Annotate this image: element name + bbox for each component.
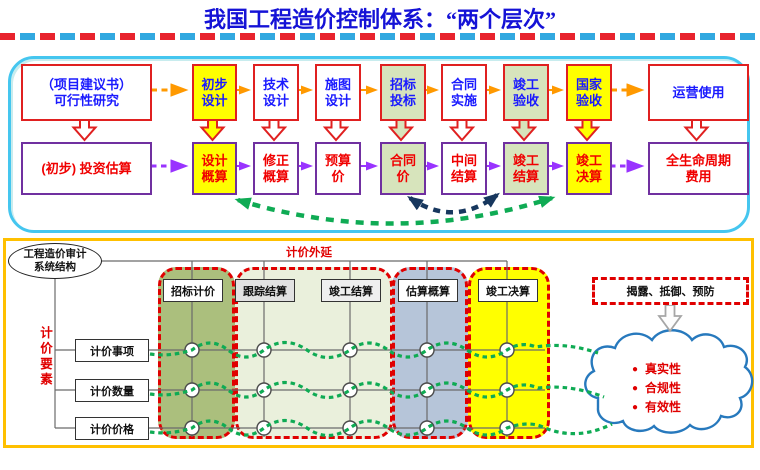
audit-wave-line	[149, 380, 605, 400]
column-header-bid-pricing: 招标计价	[163, 279, 223, 302]
flow-box-interim-settlement: 中间 结算	[441, 142, 487, 195]
row-label-pricing-quantity: 计价数量	[75, 379, 149, 402]
down-arrow-icon	[199, 118, 226, 142]
down-arrow-icon	[448, 118, 476, 142]
junction-circles	[184, 342, 515, 436]
column-header-completion-settlement: 竣工结算	[321, 279, 381, 302]
red-blue-dashed-divider	[0, 33, 760, 40]
column-header-estimate: 估算概算	[398, 279, 458, 302]
flow-box-operation: 运营使用	[648, 64, 749, 121]
bullet-icon: ●	[632, 363, 639, 375]
alert-box: 揭露、抵御、预防	[592, 277, 749, 305]
flow-box-feasibility: （项目建议书） 可行性研究	[21, 64, 152, 121]
down-arrow-outline-icon	[657, 304, 683, 333]
down-arrow-icon	[683, 118, 710, 142]
flow-box-revised-estimate: 修正 概算	[253, 142, 299, 195]
cloud-item: 真实性	[645, 362, 682, 376]
cloud-item: 有效性	[645, 400, 682, 415]
audit-wave-line	[149, 340, 599, 360]
down-arrows	[71, 118, 710, 142]
audit-wave-lines	[149, 340, 613, 438]
navy-feedback-arrow	[407, 192, 500, 215]
cloud-bullet-list: ● 真实性 ● 合规性 ● 有效性	[632, 360, 681, 418]
flow-box-design-estimate: 设计 概算	[192, 142, 237, 195]
junction-circle	[256, 382, 272, 398]
system-structure-ellipse: 工程造价审计 系统结构	[8, 243, 102, 279]
flow-box-construction-drawing: 施图 设计	[315, 64, 361, 121]
junction-circle	[419, 342, 435, 358]
flow-box-state-acceptance: 国家 验收	[566, 64, 612, 121]
flow-box-technical-design: 技术 设计	[253, 64, 299, 121]
flow-box-budget-price: 预算 价	[315, 142, 361, 195]
bullet-icon: ●	[632, 382, 639, 394]
junction-circle	[256, 342, 272, 358]
flow-box-contract-implementation: 合同 实施	[441, 64, 487, 121]
page-title: 我国工程造价控制体系：“两个层次”	[203, 7, 556, 32]
flow-box-completion-settlement: 竣工 结算	[503, 142, 549, 195]
column-header-tracking-settlement: 跟踪结算	[235, 279, 295, 302]
green-feedback-arrow	[234, 195, 556, 226]
junction-circle	[419, 420, 435, 436]
audit-wave-line	[149, 418, 613, 438]
pricing-extension-label: 计价外延	[286, 247, 332, 259]
flow-box-completion-acceptance: 竣工 验收	[503, 64, 549, 121]
pricing-elements-label: 计价要素	[38, 326, 52, 388]
down-arrow-icon	[71, 118, 98, 142]
row-label-pricing-price: 计价价格	[75, 417, 149, 440]
cloud-shape	[584, 329, 754, 434]
junction-circle	[256, 420, 272, 436]
bullet-icon: ●	[632, 401, 639, 413]
column-header-final-account: 竣工决算	[478, 279, 538, 302]
down-arrow-icon	[573, 118, 601, 142]
grid-line	[55, 349, 75, 429]
flow-box-contract-price: 合同 价	[380, 142, 426, 195]
flow-box-bidding: 招标 投标	[380, 64, 426, 121]
row-label-pricing-items: 计价事项	[75, 339, 149, 362]
down-arrow-icon	[260, 118, 288, 142]
junction-circle	[419, 382, 435, 398]
down-arrow-icon	[510, 118, 538, 142]
down-arrow-icon	[387, 118, 415, 142]
down-arrow-icon	[322, 118, 350, 142]
flow-box-preliminary-design: 初步 设计	[192, 64, 237, 121]
flow-box-final-account: 竣工 决算	[566, 142, 612, 195]
flow-box-lifecycle-cost: 全生命周期 费用	[648, 142, 749, 195]
flow-box-investment-estimate: (初步) 投资估算	[21, 142, 152, 195]
cloud-item: 合规性	[645, 381, 682, 396]
